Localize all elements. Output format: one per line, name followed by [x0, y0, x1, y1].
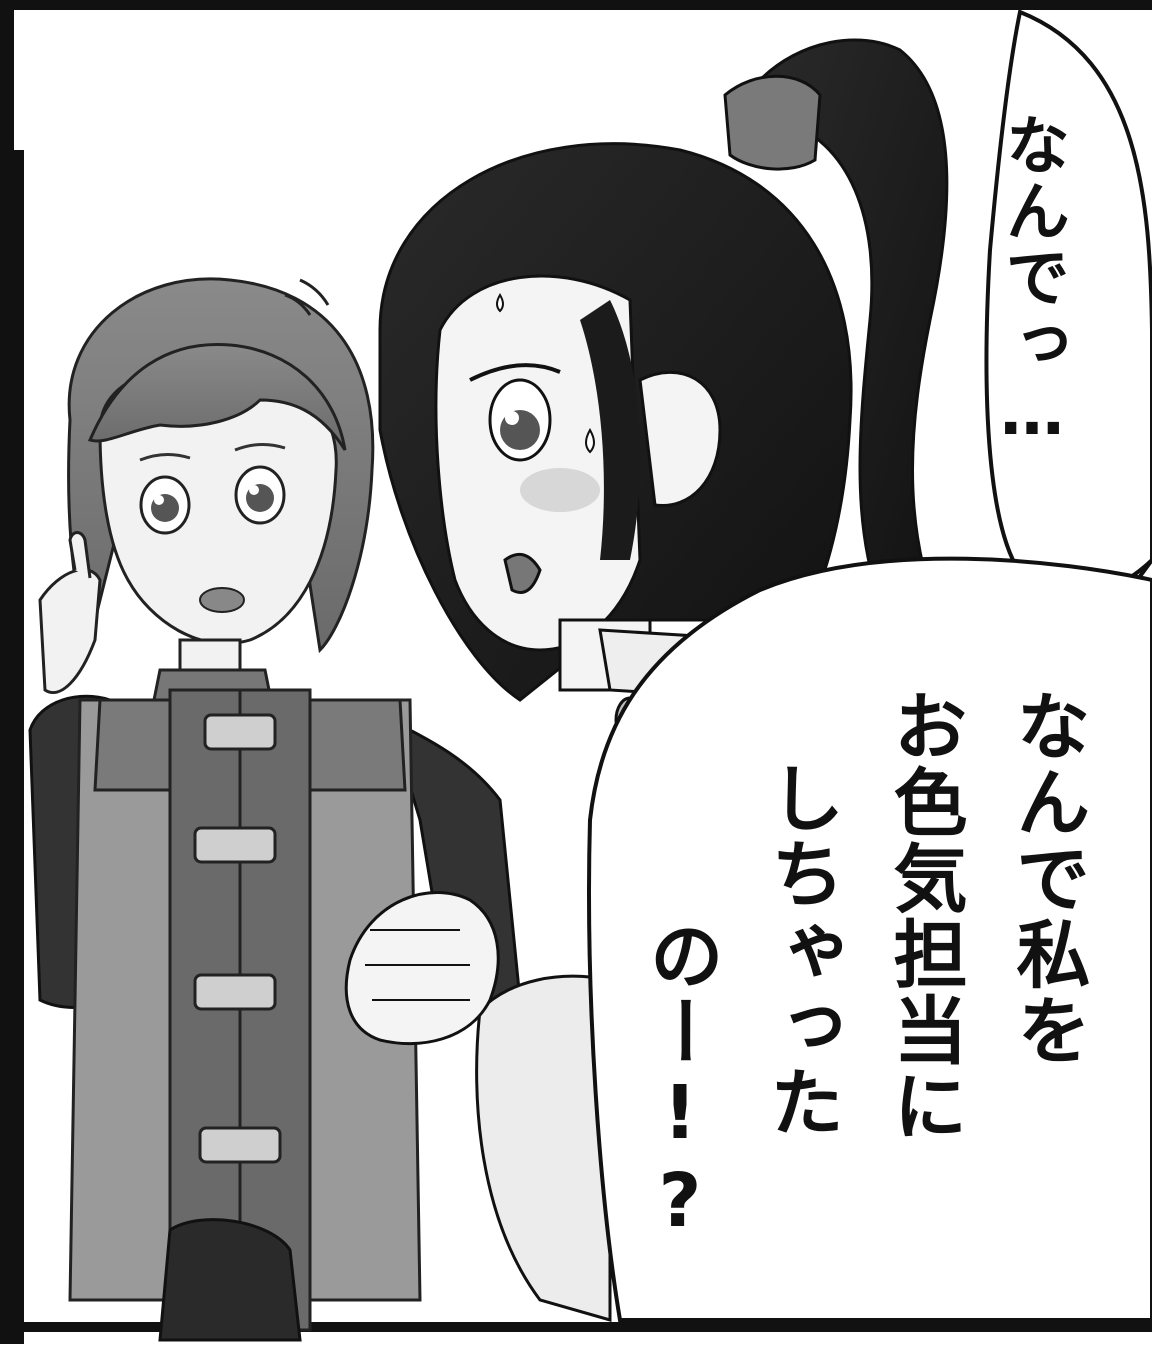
- speech-text-2-line-2: お色気担当に: [881, 688, 967, 1144]
- panel-border-left: [0, 150, 24, 1348]
- gray-haired-girl: [28, 277, 522, 1342]
- speech-text-2-line-3: しちゃった: [758, 760, 844, 1140]
- speech-bubble-2: [587, 556, 1152, 1322]
- speech-text-1: なんでっ…: [995, 112, 1069, 452]
- black-haired-girl: [344, 38, 949, 1322]
- speech-text-2-line-4: のー!?: [637, 918, 723, 1246]
- panel-border-top: [0, 0, 1152, 10]
- speech-text-2-line-1: なんで私を: [1004, 688, 1090, 1068]
- panel-border-left-upper: [0, 0, 14, 150]
